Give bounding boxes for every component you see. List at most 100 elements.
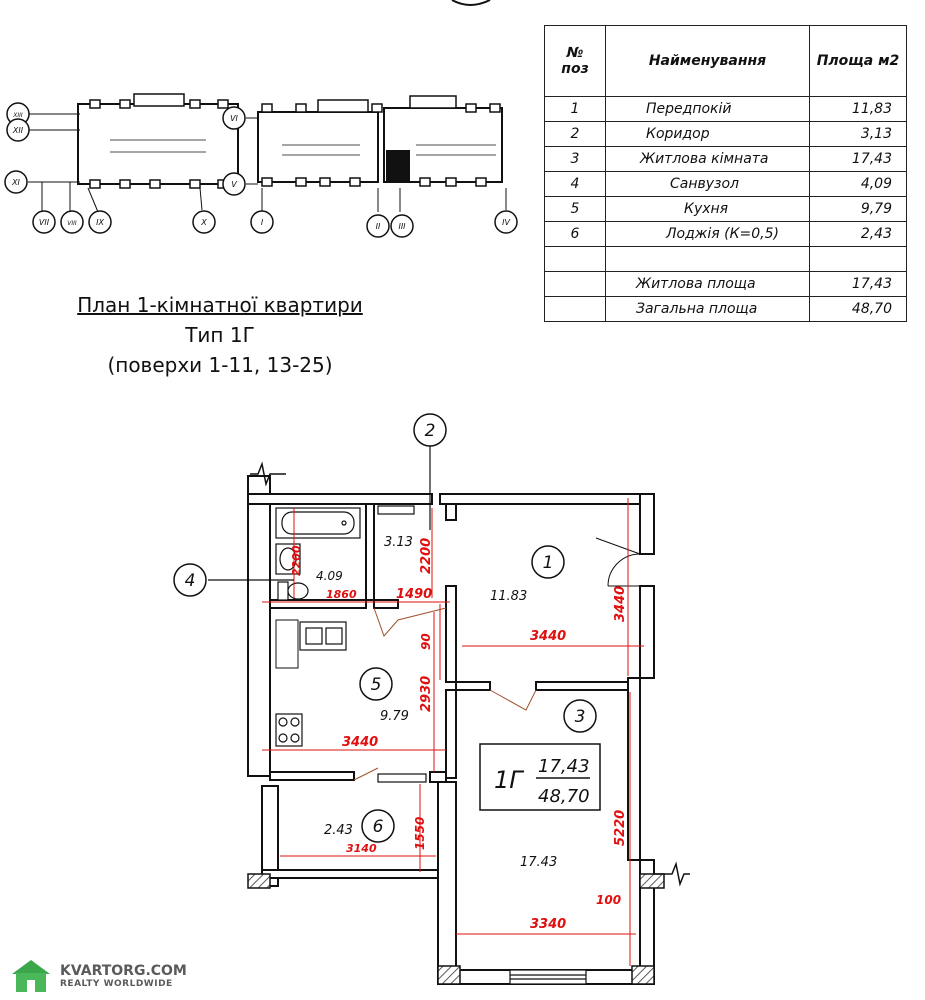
- spec-name: Коридор: [605, 121, 810, 147]
- axis-bubble: [4, 170, 28, 194]
- sheet-title: План 1-кімнатної квартири Тип 1Г (поверх…: [40, 290, 400, 380]
- axis-bubble: [494, 210, 518, 234]
- axis-label: VIII: [67, 220, 77, 227]
- spec-pos: 6: [544, 221, 606, 247]
- room-number: 3: [575, 707, 586, 727]
- spec-header-pos: № поз: [544, 25, 606, 97]
- axis-bubble: [366, 214, 390, 238]
- room-area-labels: 11.83 3.13 17.43 4.09 9.79 2.43: [316, 535, 557, 870]
- room-number-circle: [359, 667, 393, 701]
- axis-label: XIII: [12, 112, 23, 119]
- key-plan-section-middle: [257, 99, 383, 187]
- axis-label: V: [231, 180, 237, 189]
- title-line-2: Тип 1Г: [185, 323, 255, 347]
- axis-bubble: [88, 210, 112, 234]
- key-plan-section-right: [383, 95, 503, 187]
- washbasin: [275, 543, 301, 575]
- spec-area: 17,43: [809, 146, 907, 172]
- dim-loggia-height: 1550: [413, 817, 427, 850]
- walls: [247, 475, 655, 985]
- spec-area: 4,09: [809, 171, 907, 197]
- axis-label: XI: [11, 178, 20, 187]
- kitchen-sink: [299, 621, 347, 651]
- title-line-3: (поверхи 1-11, 13-25): [107, 353, 333, 377]
- axis-bubble: [32, 210, 56, 234]
- watermark: KVARTORG.COM REALTY WORLDWIDE: [8, 958, 187, 994]
- area-label-bathroom: 4.09: [316, 569, 343, 583]
- room-number: 1: [543, 553, 554, 573]
- house-logo-icon: [12, 960, 50, 992]
- key-plan-section-left: [77, 93, 239, 189]
- dim-gap: 90: [419, 633, 433, 650]
- top-arc: [451, 0, 491, 6]
- dim-kitchen-height: 2930: [419, 676, 434, 712]
- area-label-hall: 11.83: [490, 589, 527, 604]
- kitchen-counter: [275, 619, 299, 669]
- spec-header-name: Найменування: [605, 25, 810, 97]
- axis-label: II: [376, 222, 381, 231]
- room-number-circle: [413, 413, 447, 447]
- spec-name: Санвузол: [605, 171, 810, 197]
- dim-wall: 100: [596, 893, 621, 907]
- axis-label: XII: [12, 126, 24, 135]
- spec-pos: [544, 246, 606, 272]
- spec-pos: 2: [544, 121, 606, 147]
- spec-header-area: Площа м2: [809, 25, 907, 97]
- area-label-living: 17.43: [520, 855, 557, 870]
- dim-loggia-width: 3140: [346, 842, 377, 855]
- dim-corridor-width: 1490: [396, 587, 432, 602]
- axis-bubble: [222, 106, 246, 130]
- axis-label: I: [261, 218, 264, 227]
- living-window: [509, 969, 587, 985]
- callout-lines: [208, 446, 431, 581]
- axis-label: VI: [230, 114, 238, 123]
- dim-bath-height: 2200: [290, 545, 303, 576]
- dim-living-height: 5220: [613, 810, 628, 846]
- break-line-right: [654, 861, 690, 887]
- spec-name: Передпокій: [605, 96, 810, 122]
- room-number: 2: [425, 421, 436, 441]
- spec-pos: [544, 271, 606, 297]
- axis-bubble: [60, 210, 84, 234]
- axis-bubble: [222, 172, 246, 196]
- dim-living-width: 3340: [530, 917, 566, 932]
- spec-area: 17,43: [809, 271, 907, 297]
- spec-name: Загальна площа: [605, 296, 810, 322]
- apartment-type-label: 1Г: [494, 766, 524, 794]
- area-label-kitchen: 9.79: [380, 709, 409, 724]
- axis-label: IX: [96, 218, 104, 227]
- area-label-corridor: 3.13: [384, 535, 413, 550]
- room-number: 4: [185, 571, 196, 591]
- axis-bubble: [6, 118, 30, 142]
- toilet: [277, 581, 309, 601]
- break-line-top: [250, 461, 286, 487]
- watermark-sub: REALTY WORLDWIDE: [60, 978, 173, 989]
- dim-bath-width: 1860: [326, 588, 357, 601]
- hatched-walls: [247, 873, 665, 985]
- spec-pos: 5: [544, 196, 606, 222]
- axis-label: IV: [502, 218, 510, 227]
- apartment-legend: 1Г 17,43 48,70: [479, 743, 601, 811]
- spec-name: Житлова кімната: [605, 146, 810, 172]
- axis-bubble: [250, 210, 274, 234]
- spec-header-row: № поз Найменування Площа м2: [544, 25, 907, 97]
- axis-label: X: [200, 218, 207, 227]
- dimension-values: 2200 2200 1860 1490 3440 3440 90 2930 34…: [290, 538, 628, 932]
- watermark-main: KVARTORG.COM: [60, 962, 187, 979]
- door-swings: [595, 537, 641, 587]
- room-number: 5: [371, 675, 382, 695]
- title-line-1: План 1-кімнатної квартири: [77, 293, 363, 317]
- axis-label: VII: [39, 218, 50, 227]
- room-number-circle: [531, 545, 565, 579]
- legend-living-area: 17,43: [538, 756, 590, 777]
- bathtub: [275, 507, 361, 539]
